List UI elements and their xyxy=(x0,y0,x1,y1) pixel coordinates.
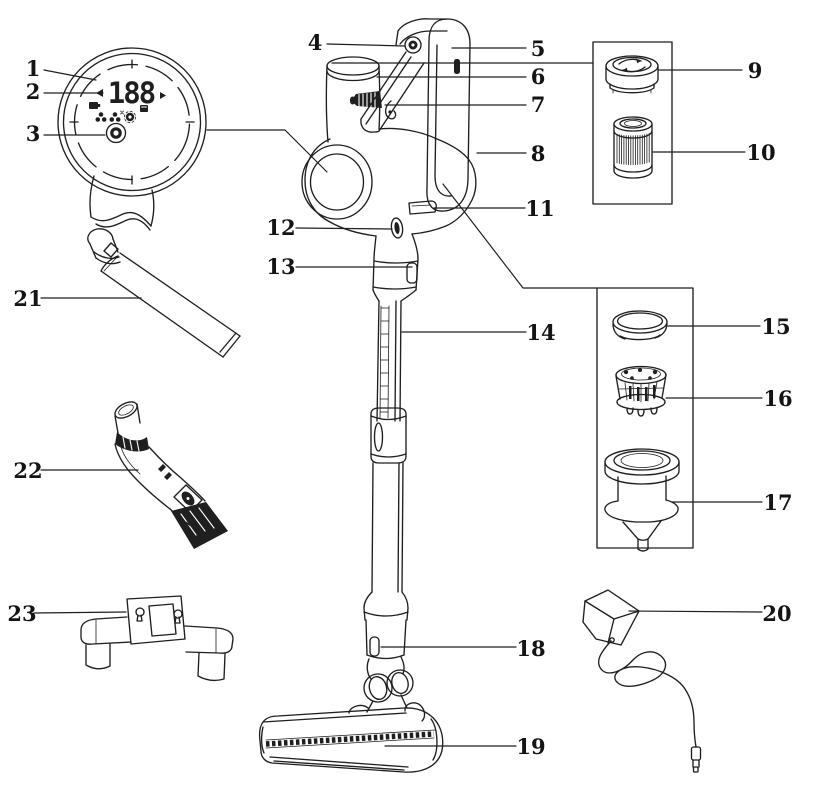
callout-7: 7 xyxy=(531,92,546,117)
telescopic-tube xyxy=(363,300,409,660)
cyclone-array xyxy=(615,365,667,417)
display-digits: 188 xyxy=(108,76,155,110)
callout-19: 19 xyxy=(516,734,545,759)
telescope-lock-collar xyxy=(370,407,407,464)
callout-23: 23 xyxy=(7,601,36,626)
callout-15: 15 xyxy=(761,314,790,339)
callouts: 1 2 3 4 5 6 7 8 9 10 11 12 13 14 15 16 1… xyxy=(7,30,792,759)
leader-line-20 xyxy=(628,610,763,613)
floor-brush-head xyxy=(258,702,444,773)
callout-13: 13 xyxy=(266,254,295,279)
display-right-marker-icon xyxy=(160,92,166,99)
bristles xyxy=(171,502,228,549)
dustbin-icon xyxy=(140,105,148,112)
handle xyxy=(360,18,471,212)
callout-14: 14 xyxy=(526,320,555,345)
charger-cable xyxy=(597,640,697,748)
cyclone-parts-box xyxy=(596,287,694,552)
filter-parts-box xyxy=(592,41,673,205)
filter-pleats xyxy=(616,132,650,166)
callout-9: 9 xyxy=(748,58,763,83)
length-scale-marks xyxy=(379,307,390,413)
settings-gear-icon xyxy=(124,111,137,124)
fan-high-icon xyxy=(109,110,124,122)
mode-button xyxy=(404,36,422,54)
callout-6: 6 xyxy=(531,64,546,89)
neck-connector xyxy=(372,217,419,302)
callout-20: 20 xyxy=(762,601,791,626)
charger-adapter xyxy=(582,589,702,773)
tube-release-button xyxy=(369,636,380,657)
trigger xyxy=(384,100,397,120)
callout-18: 18 xyxy=(516,636,545,661)
callout-17: 17 xyxy=(763,490,792,515)
main-unit xyxy=(258,18,477,773)
callout-12: 12 xyxy=(266,215,295,240)
charger-plug xyxy=(690,746,702,773)
leader-line-23 xyxy=(33,611,127,614)
dustcup-latch xyxy=(408,200,437,215)
leader-line-12 xyxy=(295,227,393,230)
callout-11: 11 xyxy=(525,196,554,221)
callout-16: 16 xyxy=(763,386,792,411)
swivel-joint xyxy=(363,656,414,713)
crevice-tool xyxy=(87,228,241,358)
motor-body xyxy=(301,127,477,237)
inlet-screw xyxy=(349,91,382,109)
grip-bar xyxy=(360,51,425,132)
power-button-icon xyxy=(105,122,127,144)
leader-line-4 xyxy=(326,43,406,47)
callout-8: 8 xyxy=(531,141,546,166)
callout-5: 5 xyxy=(531,36,546,61)
charge-port xyxy=(454,59,460,74)
tool-latch xyxy=(173,484,203,513)
brushroll-window-slot xyxy=(265,731,435,747)
fan-low-icon xyxy=(95,112,107,122)
battery-icon xyxy=(89,102,101,109)
tube-clip xyxy=(406,262,418,284)
release-button xyxy=(390,217,404,239)
brush-tool xyxy=(114,401,228,549)
cyclone-funnel xyxy=(604,448,680,552)
keyhole-slots xyxy=(135,607,183,624)
seal-ring xyxy=(612,310,668,341)
pre-filter-cap xyxy=(605,55,659,94)
callout-4: 4 xyxy=(308,30,323,55)
hepa-filter xyxy=(613,116,653,179)
callout-22: 22 xyxy=(13,458,42,483)
callout-1: 1 xyxy=(26,56,41,81)
wall-mount-bracket xyxy=(80,595,234,682)
cyclonebox-location-line xyxy=(442,183,598,289)
display-detail-view: 188 xyxy=(57,47,207,231)
callout-3: 3 xyxy=(26,121,41,146)
callout-10: 10 xyxy=(746,140,775,165)
display-location-line xyxy=(206,129,328,173)
callout-2: 2 xyxy=(26,79,41,104)
callout-21: 21 xyxy=(13,286,42,311)
leader-line-1 xyxy=(43,69,97,81)
